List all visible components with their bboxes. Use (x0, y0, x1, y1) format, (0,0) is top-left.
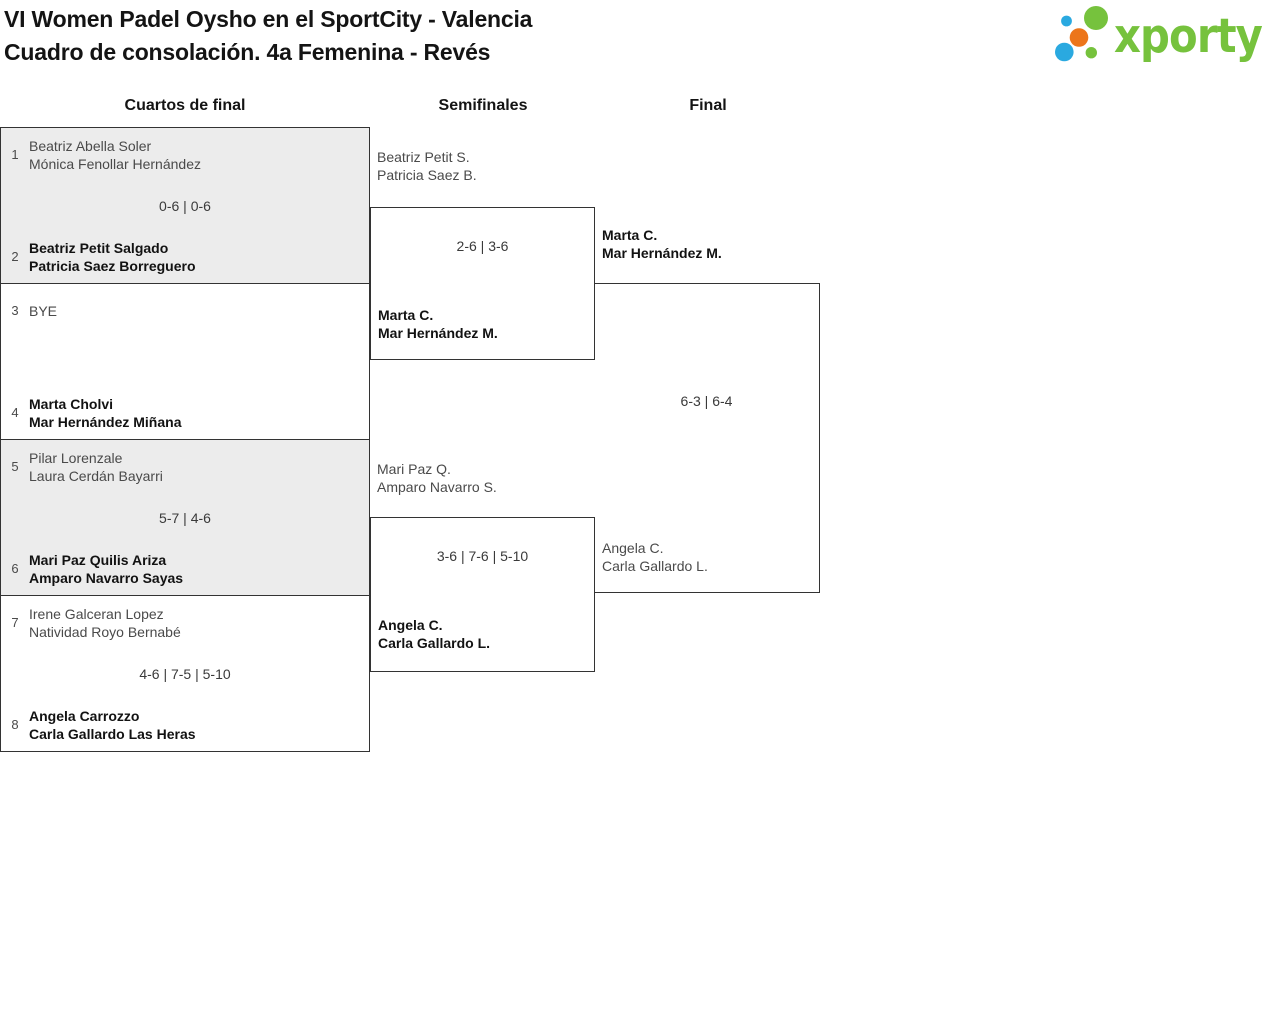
quarterfinal-match-1: 1 Beatriz Abella Soler Mónica Fenollar H… (0, 127, 370, 284)
semifinal-match-1: 2-6 | 3-6 Marta C. Mar Hernández M. (370, 207, 595, 360)
team-players: Beatriz Petit Salgado Patricia Saez Borr… (29, 239, 363, 275)
seed-number: 1 (11, 147, 19, 162)
seed-number: 2 (11, 249, 19, 264)
player-name: Carla Gallardo L. (602, 558, 708, 574)
team-players: BYE (29, 302, 363, 320)
player-name: Marta C. (378, 307, 434, 323)
player-name: Marta C. (602, 227, 658, 243)
match-score: 2-6 | 3-6 (456, 238, 509, 254)
column-header-semifinals: Semifinales (438, 97, 528, 114)
match-score: 0-6 | 0-6 (159, 197, 211, 214)
bracket-subtitle: Cuadro de consolación. 4a Femenina - Rev… (4, 39, 491, 65)
player-name: Irene Galceran Lopez (29, 605, 164, 622)
seed-number: 7 (11, 615, 19, 630)
final-match: 6-3 | 6-4 Angela C. Carla Gallardo L. (594, 283, 820, 593)
logo-wordmark: xporty (1114, 9, 1262, 64)
player-name: Amparo Navarro Sayas (29, 569, 184, 586)
player-name: Pilar Lorenzale (29, 449, 123, 466)
player-name: Patricia Saez B. (377, 167, 477, 183)
player-name: Angela Carrozzo (29, 707, 140, 724)
player-name: Mari Paz Q. (377, 461, 451, 477)
player-name: Angela C. (602, 540, 664, 556)
team-slot-seed-7: 7 Irene Galceran Lopez Natividad Royo Be… (1, 604, 369, 641)
semifinal-2-bottom-team: Angela C. Carla Gallardo L. (378, 616, 490, 652)
column-header-final: Final (689, 97, 727, 114)
player-name: Amparo Navarro S. (377, 479, 497, 495)
team-players: Pilar Lorenzale Laura Cerdán Bayarri (29, 449, 363, 485)
tournament-title: VI Women Padel Oysho en el SportCity - V… (4, 6, 533, 32)
semifinal-2-top-team: Mari Paz Q. Amparo Navarro S. (377, 460, 497, 496)
team-slot-seed-6: 6 Mari Paz Quilis Ariza Amparo Navarro S… (1, 550, 369, 587)
team-slot-seed-4: 4 Marta Cholvi Mar Hernández Miñana (1, 394, 369, 431)
seed-number: 4 (11, 405, 19, 420)
team-slot-seed-3: 3 BYE (1, 292, 369, 329)
player-name: Natividad Royo Bernabé (29, 623, 181, 640)
match-score: 3-6 | 7-6 | 5-10 (436, 548, 529, 564)
player-name: Marta Cholvi (29, 395, 114, 412)
player-name: Angela C. (378, 617, 443, 633)
xporty-logo[interactable]: xporty (1048, 0, 1270, 70)
xporty-logo-graphic: xporty (1055, 6, 1263, 64)
player-name: Beatriz Petit Salgado (29, 239, 169, 256)
seed-number: 8 (11, 717, 19, 732)
final-score: 6-3 | 6-4 (680, 393, 733, 409)
final-top-team: Marta C. Mar Hernández M. (602, 226, 722, 262)
player-name: Laura Cerdán Bayarri (29, 467, 163, 484)
team-players: Irene Galceran Lopez Natividad Royo Bern… (29, 605, 363, 641)
page-title: VI Women Padel Oysho en el SportCity - V… (4, 3, 532, 69)
seed-number: 6 (11, 561, 19, 576)
team-players: Marta Cholvi Mar Hernández Miñana (29, 395, 363, 431)
player-name: Patricia Saez Borreguero (29, 257, 196, 274)
semifinal-1-bottom-team: Marta C. Mar Hernández M. (378, 306, 498, 342)
team-slot-seed-8: 8 Angela Carrozzo Carla Gallardo Las Her… (1, 706, 369, 743)
seed-number: 5 (11, 459, 19, 474)
player-name: Mar Hernández M. (602, 245, 722, 261)
team-slot-seed-5: 5 Pilar Lorenzale Laura Cerdán Bayarri (1, 448, 369, 485)
quarterfinal-match-3: 5 Pilar Lorenzale Laura Cerdán Bayarri 5… (0, 439, 370, 596)
final-bottom-team: Angela C. Carla Gallardo L. (602, 539, 708, 575)
team-players: Mari Paz Quilis Ariza Amparo Navarro Say… (29, 551, 363, 587)
semifinal-1-top-team: Beatriz Petit S. Patricia Saez B. (377, 148, 477, 184)
player-name: Mar Hernández M. (378, 325, 498, 341)
player-name: BYE (29, 302, 58, 319)
team-players: Angela Carrozzo Carla Gallardo Las Heras (29, 707, 363, 743)
player-name: Mónica Fenollar Hernández (29, 155, 201, 172)
column-header-quarterfinals: Cuartos de final (124, 97, 246, 114)
team-slot-seed-2: 2 Beatriz Petit Salgado Patricia Saez Bo… (1, 238, 369, 275)
team-players: Beatriz Abella Soler Mónica Fenollar Her… (29, 137, 363, 173)
logo-dots-icon (1055, 6, 1108, 62)
team-slot-seed-1: 1 Beatriz Abella Soler Mónica Fenollar H… (1, 136, 369, 173)
player-name: Beatriz Petit S. (377, 149, 470, 165)
player-name: Carla Gallardo L. (378, 635, 491, 651)
quarterfinal-match-2: 3 BYE 4 Marta Cholvi Mar Hernández Miñan… (0, 283, 370, 440)
match-score: 5-7 | 4-6 (159, 509, 211, 526)
player-name: Beatriz Abella Soler (29, 137, 152, 154)
player-name: Carla Gallardo Las Heras (29, 725, 196, 742)
quarterfinal-match-4: 7 Irene Galceran Lopez Natividad Royo Be… (0, 595, 370, 752)
match-score: 4-6 | 7-5 | 5-10 (139, 665, 231, 682)
player-name: Mar Hernández Miñana (29, 413, 182, 430)
player-name: Mari Paz Quilis Ariza (29, 551, 167, 568)
semifinal-match-2: 3-6 | 7-6 | 5-10 Angela C. Carla Gallard… (370, 517, 595, 672)
seed-number: 3 (11, 303, 19, 318)
